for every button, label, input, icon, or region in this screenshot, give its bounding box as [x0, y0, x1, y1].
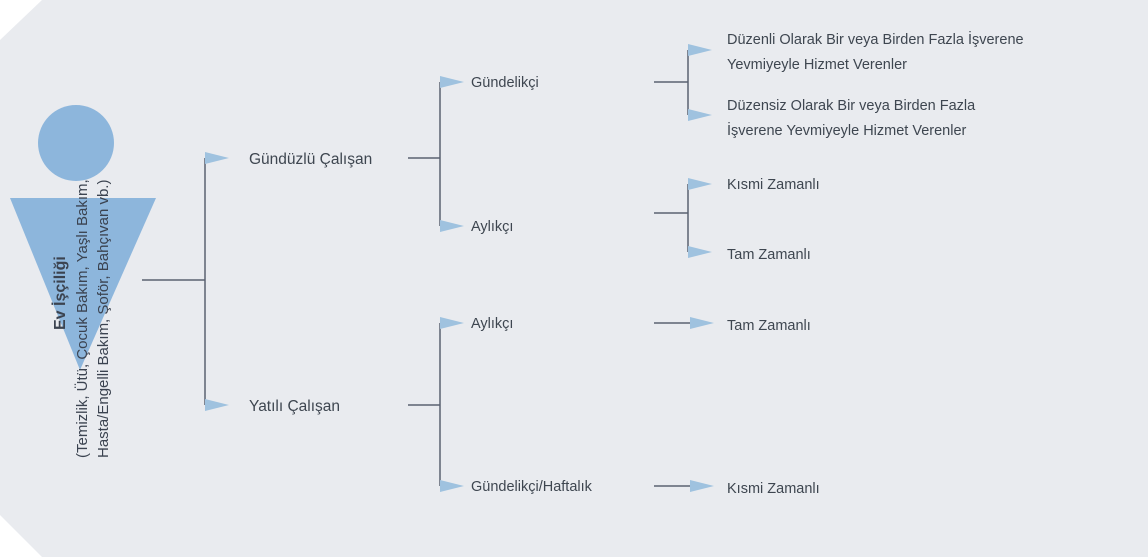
arrow-aylikci-1 — [440, 220, 464, 232]
root-circle-shape — [38, 105, 114, 181]
connector-yatili — [408, 323, 441, 486]
arrow-tam-1 — [688, 246, 712, 258]
root-subtitle-group-2: Hasta/Engelli Bakım, Şoför, Bahçıvan vb.… — [95, 180, 112, 458]
root-subtitle-group-1: (Temizlik, Ütü, Çocuk Bakım, Yaşlı Bakım… — [73, 179, 91, 458]
root-title: Ev İşçiliği — [51, 256, 69, 330]
arrow-duzensiz — [688, 109, 712, 121]
arrow-aylikci-2 — [440, 317, 464, 329]
connector-gunduzlu — [408, 82, 441, 226]
node-aylikci-1: Aylıkçı — [471, 219, 513, 235]
arrow-kismi-2 — [690, 480, 714, 492]
node-duzenli-line2: Yevmiyeyle Hizmet Verenler — [727, 57, 907, 73]
node-duzensiz-line1: Düzensiz Olarak Bir veya Birden Fazla — [727, 98, 976, 114]
arrow-tam-2 — [690, 317, 714, 329]
arrow-duzenli — [688, 44, 712, 56]
arrow-yatili — [205, 399, 229, 411]
root-title-group: Ev İşçiliği — [51, 256, 69, 330]
node-yatili-calisan: Yatılı Çalışan — [249, 398, 340, 415]
node-gundelikci-haftalik: Gündelikçi/Haftalık — [471, 479, 593, 495]
node-aylikci-2: Aylıkçı — [471, 316, 513, 332]
arrow-gundelikci-haftalik — [440, 480, 464, 492]
root-triangle-shape — [10, 198, 156, 370]
arrow-kismi-1 — [688, 178, 712, 190]
root-subtitle-line1: (Temizlik, Ütü, Çocuk Bakım, Yaşlı Bakım… — [73, 179, 91, 458]
node-kismi-zamanli-1: Kısmi Zamanlı — [727, 177, 820, 193]
node-tam-zamanli-2: Tam Zamanlı — [727, 318, 811, 334]
arrow-gundelikci — [440, 76, 464, 88]
arrow-gunduzlu — [205, 152, 229, 164]
connector-gundelikci — [654, 50, 689, 115]
node-duzenli-line1: Düzenli Olarak Bir veya Birden Fazla İşv… — [727, 30, 1024, 48]
node-duzensiz-line2: İşverene Yevmiyeyle Hizmet Verenler — [727, 121, 967, 139]
root-subtitle-line2: Hasta/Engelli Bakım, Şoför, Bahçıvan vb.… — [95, 180, 112, 458]
connector-aylikci-1 — [654, 184, 689, 252]
node-gundelikci: Gündelikçi — [471, 75, 539, 91]
node-tam-zamanli-1: Tam Zamanlı — [727, 247, 811, 263]
connector-root — [142, 158, 206, 405]
node-kismi-zamanli-2: Kısmi Zamanlı — [727, 481, 820, 497]
node-gunduzlu-calisan: Gündüzlü Çalışan — [249, 151, 372, 168]
